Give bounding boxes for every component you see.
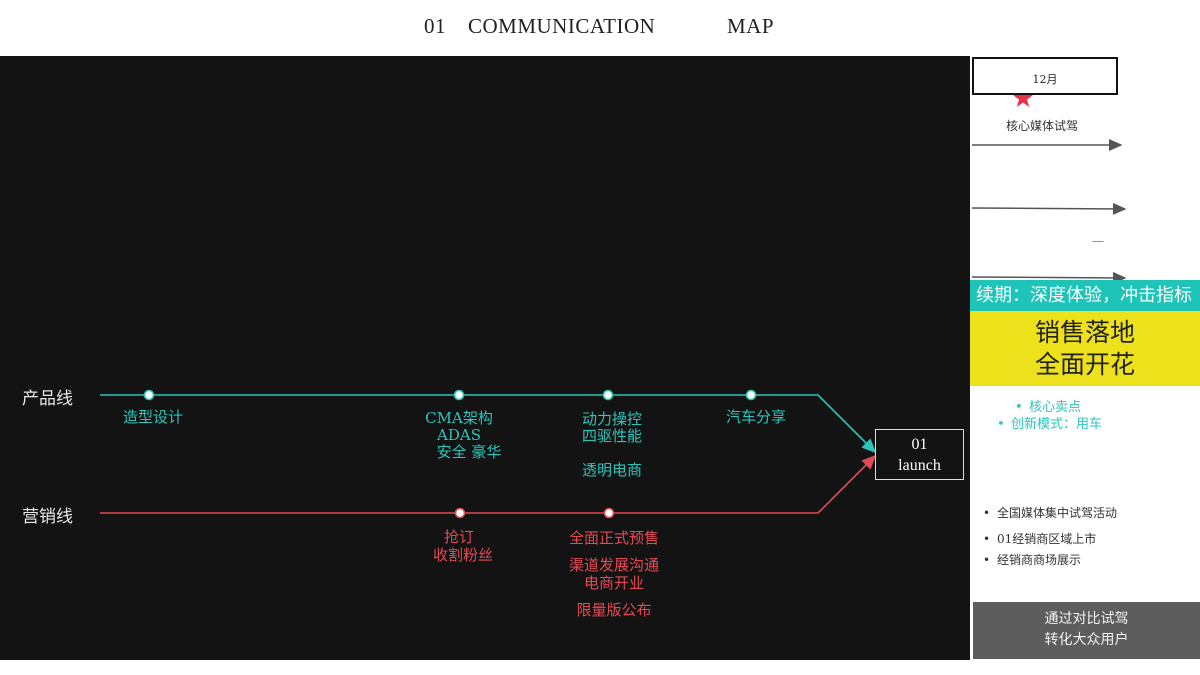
marketing-line-label: 营销线 xyxy=(22,507,73,527)
marketing-node xyxy=(454,507,466,519)
product-milestone-label: 动力操控 四驱性能 透明电商 xyxy=(581,410,642,479)
title-number: 01 xyxy=(424,14,446,38)
list-item: 核心卖点 xyxy=(1015,399,1102,416)
side-arrow xyxy=(971,202,1127,215)
launch-number: 01 xyxy=(911,436,928,453)
footer-line: 通过对比试驾 xyxy=(1044,611,1129,627)
star-icon xyxy=(1013,88,1033,107)
month-box: 12月 xyxy=(972,57,1118,95)
list-item: 创新模式：用车 xyxy=(997,416,1102,433)
star-event-label: 核心媒体试驾 xyxy=(1006,119,1079,133)
headline-line: 销售落地 xyxy=(1034,318,1135,347)
marketing-line xyxy=(100,454,877,514)
product-milestone-label: CMA架构 ADAS 安全 豪华 xyxy=(425,409,502,461)
launch-label: launch xyxy=(898,457,941,474)
product-node xyxy=(453,389,465,401)
product-node xyxy=(602,389,614,401)
title-word-communication: COMMUNICATION xyxy=(468,14,656,38)
page-title: 01 COMMUNICATION MAP xyxy=(0,14,1200,40)
product-node xyxy=(745,389,757,401)
dark-bullet-list: 全国媒体集中试驾活动 01经销商区域上市 经销商商场展示 xyxy=(983,503,1117,571)
product-milestone-label: 造型设计 xyxy=(122,408,183,426)
footer-line: 转化大众用户 xyxy=(1044,632,1129,648)
footer-box: 通过对比试驾 转化大众用户 xyxy=(973,602,1200,659)
product-line-label: 产品线 xyxy=(22,389,73,409)
list-item: 经销商商场展示 xyxy=(983,550,1117,571)
teal-bullet-list: 核心卖点 创新模式：用车 xyxy=(997,399,1102,433)
title-word-map: MAP xyxy=(727,14,775,38)
launch-box: 01 launch xyxy=(875,429,964,480)
headline-banner: 销售落地 全面开花 xyxy=(970,311,1200,386)
marketing-node xyxy=(603,507,615,519)
dash-mark: — xyxy=(1092,234,1104,248)
product-milestone-label: 汽车分享 xyxy=(725,408,786,426)
marketing-milestone-label: 全面正式预售 渠道发展沟通 电商开业 限量版公布 xyxy=(568,529,659,619)
list-item: 01经销商区域上市 xyxy=(983,529,1117,550)
phase-banner: 续期：深度体验，冲击指标 xyxy=(970,280,1200,311)
side-arrow xyxy=(971,271,1127,284)
list-item: 全国媒体集中试驾活动 xyxy=(983,503,1117,524)
headline-line: 全面开花 xyxy=(1034,350,1135,379)
product-line xyxy=(100,394,877,454)
product-node xyxy=(143,389,155,401)
marketing-milestone-label: 抢订 收割粉丝 xyxy=(432,528,493,564)
timeline-panel xyxy=(0,56,970,660)
